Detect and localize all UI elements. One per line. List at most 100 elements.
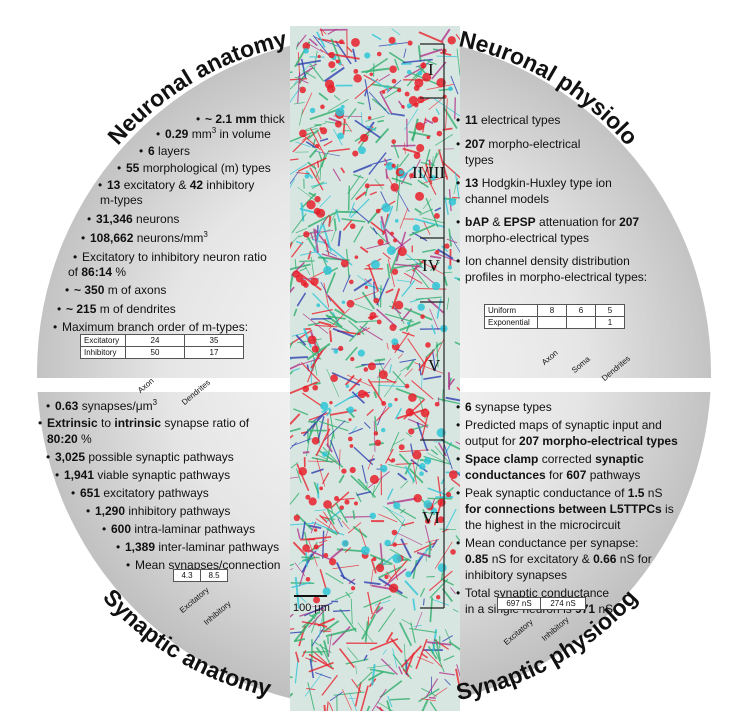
neuron-fiber [353,174,364,179]
neuron-fiber [345,346,358,361]
neuron-fiber [341,218,366,223]
neuron-fiber [353,163,373,174]
neuron-fiber [417,179,429,188]
neuron-fiber [378,608,396,633]
table-cell: 6 [566,304,596,317]
bullet-icon: • [116,540,121,554]
text: electrical types [477,113,561,127]
table-cell: 24 [125,334,185,347]
bold-text: 31,346 [96,212,133,226]
neuron-fiber [348,321,369,342]
table-cell: 4.3 [173,569,201,582]
neuron-soma [370,259,380,270]
neuron-fiber [350,198,370,218]
neuron-fiber [375,605,381,612]
neuron-fiber [363,581,381,586]
neuron-fiber [308,653,335,670]
neuron-soma [393,238,398,243]
neuron-fiber [393,564,398,581]
table-cell: 35 [184,334,244,347]
neuronal-anatomy-line-1: •0.29 mm3 in volume [156,127,271,142]
neuron-fiber [371,83,401,90]
neuron-fiber [427,641,452,646]
neuron-fiber [295,334,307,346]
synaptic-anatomy-line-6: •1,290 inhibitory pathways [86,504,230,519]
neuron-fiber [456,386,460,392]
neuron-soma [295,274,304,283]
neuron-fiber [290,78,308,81]
text: Maximum branch order of m-types: [62,320,249,334]
neuron-soma [404,91,410,97]
neuron-soma [309,107,316,114]
neuron-fiber [308,148,318,159]
neuron-fiber [366,408,374,416]
neuron-fiber [304,531,309,547]
neuron-fiber [374,600,391,606]
neuron-fiber [411,118,419,142]
neuron-fiber [344,546,352,553]
neuron-fiber [359,325,384,341]
neuron-fiber [445,396,460,402]
neuron-fiber [325,272,336,294]
table-row: Exponential 1 [484,316,625,329]
neuron-soma [405,571,412,578]
table-row-header: Inhibitory [80,346,126,359]
neuron-fiber [302,70,317,79]
neuron-fiber [333,218,337,231]
table-cell: 1 [595,316,625,329]
synaptic-physiology-line-7: the highest in the microcircuit [465,518,620,533]
neuron-fiber [437,442,447,457]
neuron-fiber [415,296,442,300]
bold-text: 207 morpho-electrical types [519,434,678,448]
neuron-fiber [310,256,315,277]
neuron-fiber [318,618,322,638]
neuron-fiber [309,63,318,68]
neuron-fiber [412,598,416,611]
neuron-soma [448,198,457,206]
neuron-fiber [372,227,378,235]
neuron-fiber [352,208,370,223]
neuron-soma [313,596,321,604]
neuron-soma [352,150,359,157]
neuron-fiber [312,650,328,665]
neuron-soma [412,224,420,232]
neuron-soma [347,436,353,442]
neuron-soma [319,486,324,491]
neuron-fiber [385,631,394,643]
neuron-fiber [378,73,391,82]
neuron-soma [391,78,397,84]
text: nS [595,602,614,616]
table-cell: 8.5 [200,569,228,582]
table-row-header: Exponential [484,316,538,329]
bullet-icon: • [456,418,461,432]
neuron-fiber [334,418,350,424]
neuron-soma [344,499,350,505]
neuron-fiber [328,308,350,330]
table-cell [566,316,596,329]
neuron-fiber [373,281,375,300]
neuron-soma [349,223,356,230]
neuron-fiber [370,601,381,620]
neuron-fiber [394,263,422,268]
neuron-soma [357,349,365,357]
neuron-soma [314,196,321,203]
synaptic-physiology-line-8: •Mean conductance per synapse: [456,536,638,551]
neuron-fiber [444,196,449,215]
neuron-soma [377,239,384,246]
neuron-fiber [348,578,356,585]
neuronal-anatomy-line-3: •55 morphological (m) types [117,161,271,176]
neuron-fiber [334,40,352,65]
neuron-fiber [333,609,351,612]
neuron-fiber [387,695,393,708]
neuron-fiber [382,252,391,260]
neuron-fiber [291,213,307,234]
neuron-fiber [301,92,313,116]
neuron-fiber [320,28,324,37]
neuron-soma [447,265,453,270]
neuron-fiber [410,443,414,456]
neuron-soma [328,558,337,566]
neuron-fiber [399,207,409,229]
neuron-fiber [363,595,392,608]
text: layers [154,144,191,158]
